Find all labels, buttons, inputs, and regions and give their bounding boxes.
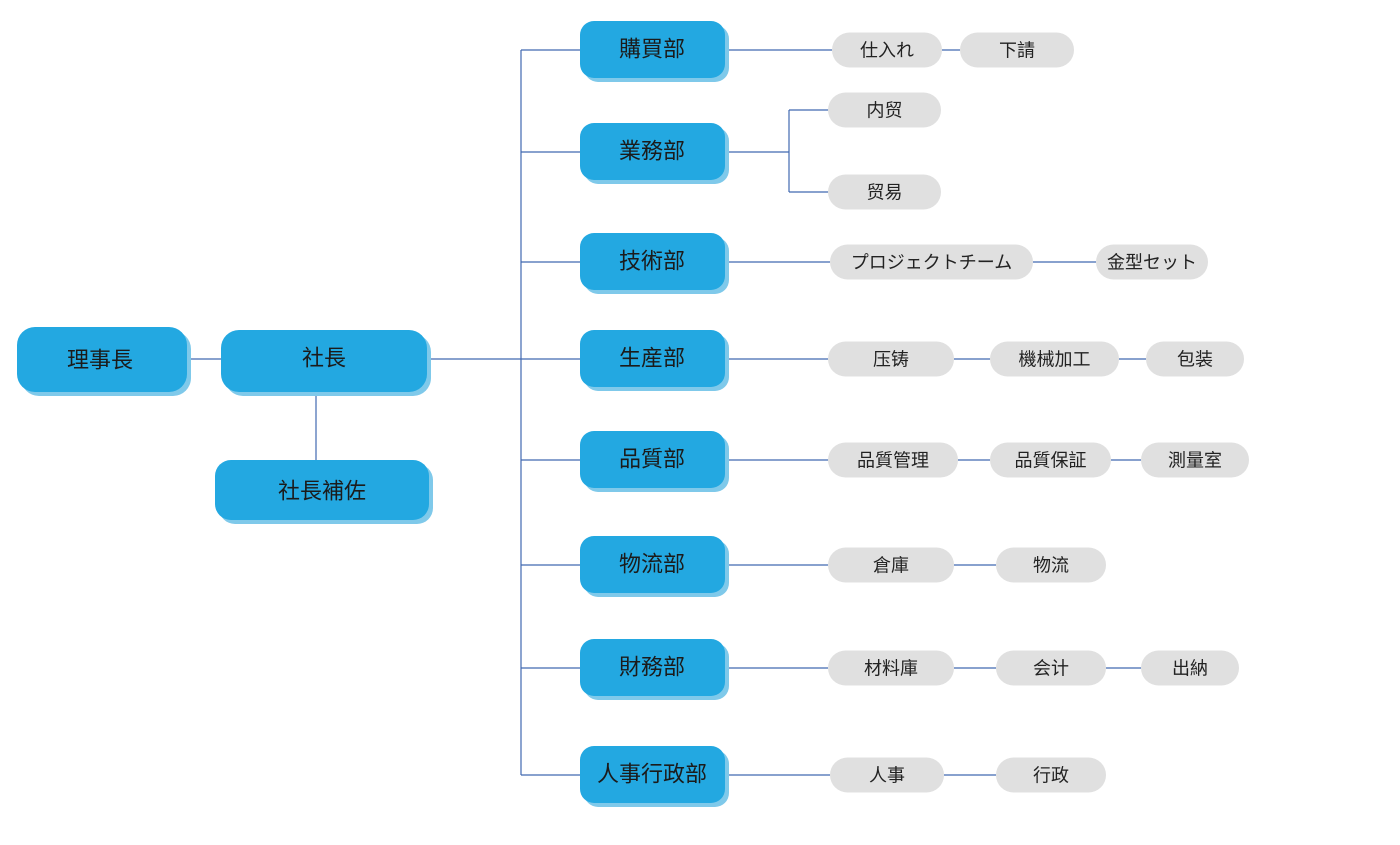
department-label: 物流部 [619, 553, 685, 578]
sub-unit-label: 材料庫 [864, 659, 918, 680]
sub-unit-node: 人事 [830, 757, 944, 793]
sub-unit-node: 包装 [1146, 341, 1244, 377]
sub-unit-label: 品質保証 [1015, 451, 1087, 472]
sub-unit-label: 贸易 [867, 183, 903, 204]
sub-unit-label: 行政 [1033, 766, 1069, 787]
sub-unit-node: 品質管理 [828, 442, 958, 478]
sub-unit-label: プロジェクトチーム [851, 253, 1012, 274]
department-node: 財務部 [580, 639, 729, 700]
sub-unit-label: 倉庫 [873, 556, 909, 577]
department-label: 生産部 [619, 347, 685, 372]
sub-unit-node: 機械加工 [990, 341, 1119, 377]
sub-unit-label: 出納 [1172, 659, 1208, 680]
assistant-label: 社長補佐 [278, 480, 366, 505]
sub-unit-node: 内贸 [828, 92, 941, 128]
connector-lines [187, 49, 1146, 776]
sub-unit-node: 品質保証 [990, 442, 1111, 478]
sub-unit-node: 倉庫 [828, 547, 954, 583]
department-label: 技術部 [619, 250, 685, 275]
president-node: 社長 [221, 330, 431, 396]
department-node: 人事行政部 [580, 746, 729, 807]
department-node: 技術部 [580, 233, 729, 294]
department-label: 人事行政部 [597, 763, 707, 788]
sub-unit-node: 贸易 [828, 174, 941, 210]
sub-unit-node: 測量室 [1141, 442, 1249, 478]
department-node: 物流部 [580, 536, 729, 597]
department-node: 業務部 [580, 123, 729, 184]
sub-unit-label: 金型セット [1107, 253, 1197, 274]
sub-unit-label: 物流 [1033, 556, 1069, 577]
sub-unit-node: 物流 [996, 547, 1106, 583]
sub-unit-node: 会计 [996, 650, 1106, 686]
department-node: 生産部 [580, 330, 729, 391]
sub-unit-label: 測量室 [1168, 451, 1222, 472]
sub-unit-node: 仕入れ [832, 32, 942, 68]
department-label: 品質部 [619, 448, 685, 473]
sub-unit-label: 包装 [1177, 350, 1213, 371]
sub-unit-label: 内贸 [867, 101, 903, 122]
department-node: 品質部 [580, 431, 729, 492]
sub-unit-label: 品質管理 [857, 451, 929, 472]
sub-unit-label: 人事 [869, 766, 905, 787]
chairman-label: 理事長 [67, 349, 133, 374]
department-label: 業務部 [619, 140, 685, 165]
sub-unit-node: 金型セット [1096, 244, 1208, 280]
president-label: 社長 [302, 347, 346, 372]
sub-unit-label: 下請 [999, 41, 1035, 62]
assistant-node: 社長補佐 [215, 460, 433, 524]
sub-unit-label: 機械加工 [1019, 350, 1091, 371]
sub-unit-node: 行政 [996, 757, 1106, 793]
sub-unit-node: 下請 [960, 32, 1074, 68]
sub-unit-label: 仕入れ [860, 41, 914, 62]
sub-unit-node: 压铸 [828, 341, 954, 377]
sub-unit-label: 会计 [1033, 659, 1069, 680]
sub-unit-node: 出納 [1141, 650, 1239, 686]
chairman-node: 理事長 [17, 327, 191, 396]
sub-unit-node: 材料庫 [828, 650, 954, 686]
department-label: 購買部 [619, 38, 685, 63]
department-node: 購買部 [580, 21, 729, 82]
sub-unit-label: 压铸 [873, 350, 909, 371]
sub-unit-node: プロジェクトチーム [830, 244, 1033, 280]
department-label: 財務部 [619, 656, 685, 681]
